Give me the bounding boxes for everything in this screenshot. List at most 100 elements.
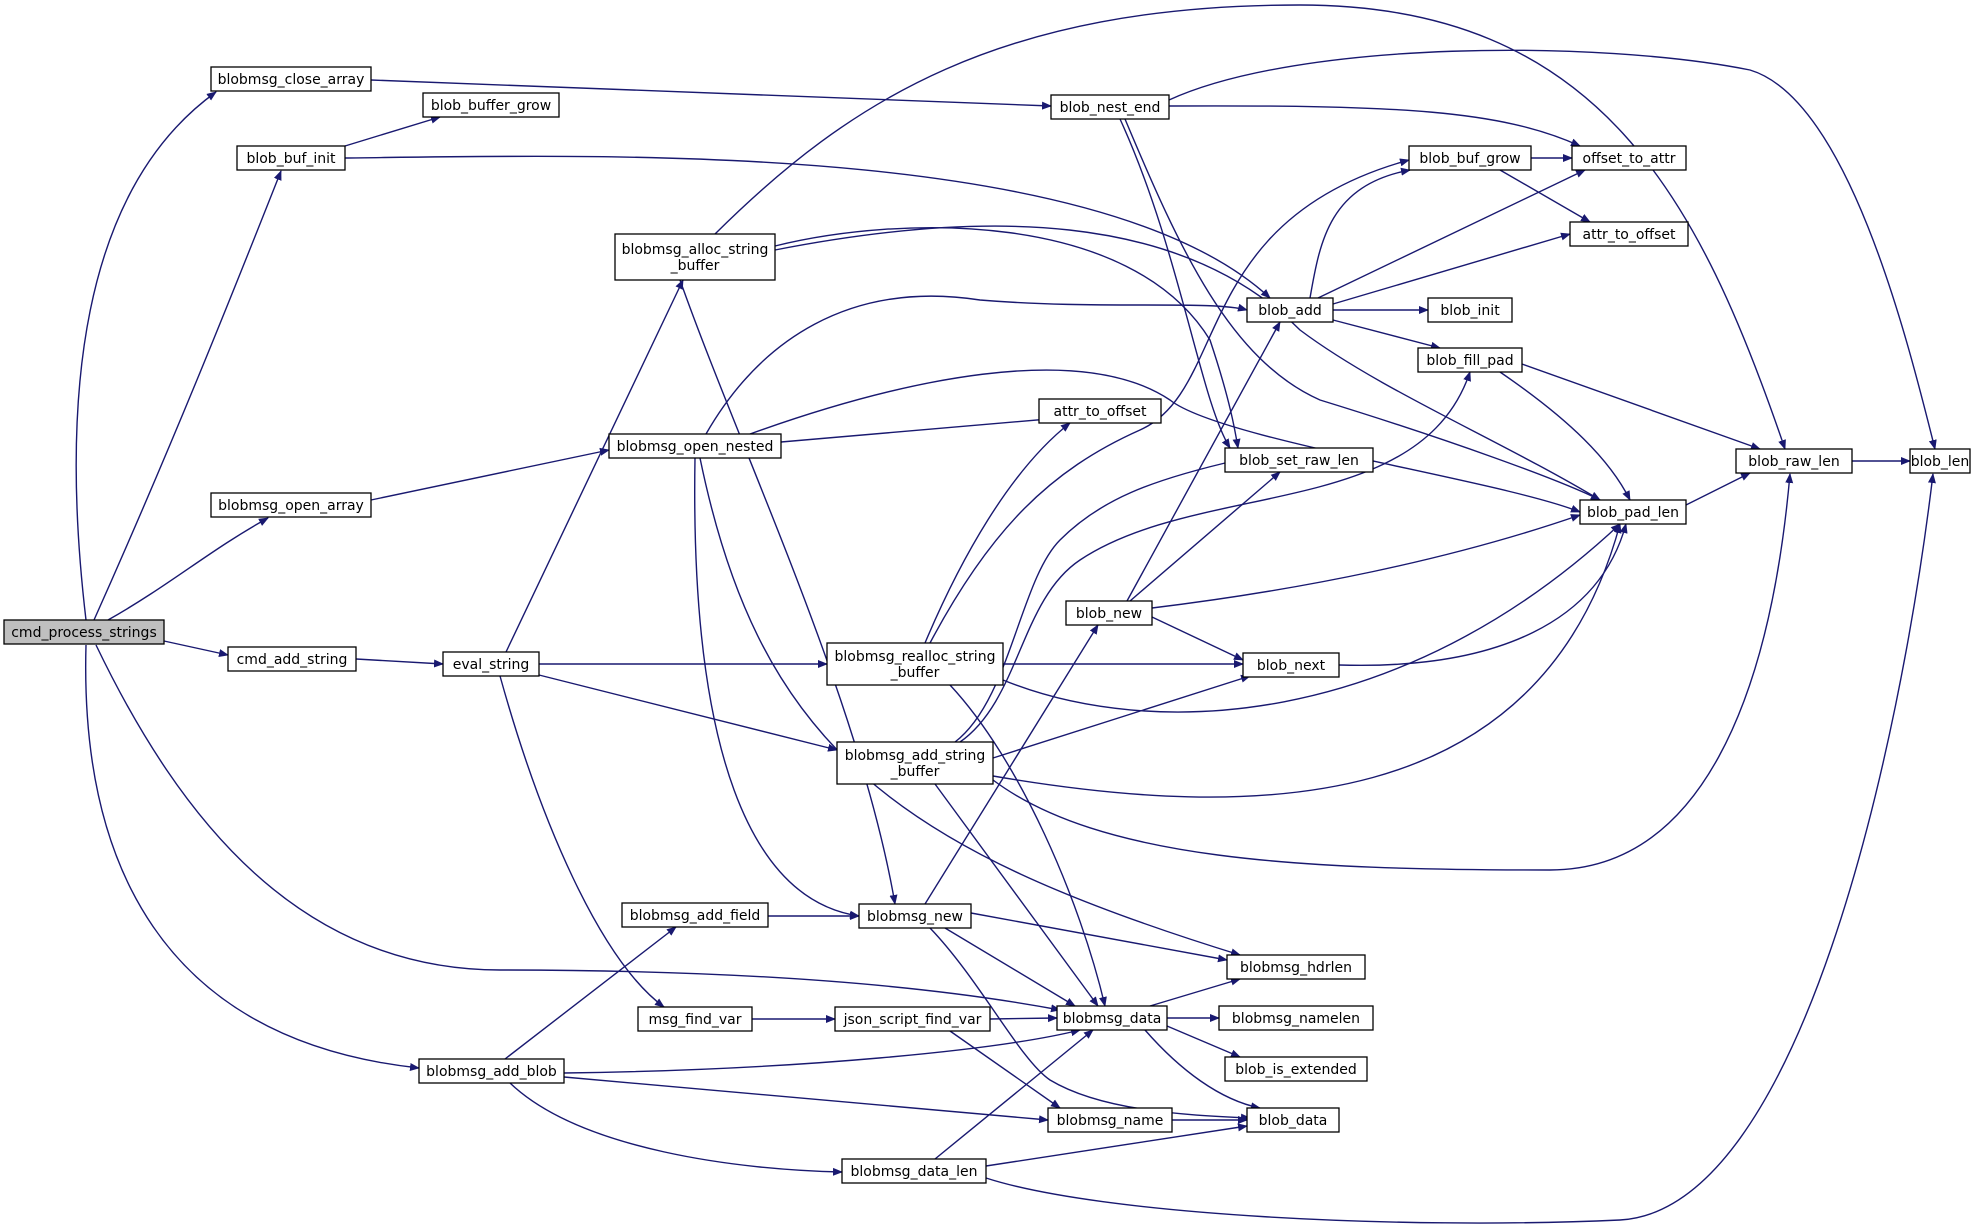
node-box [858,903,972,929]
node-blob_data[interactable]: blob_data [1246,1107,1340,1133]
node-box [1427,297,1513,323]
edge-blob_new-to-blob_add [1126,321,1281,602]
node-blobmsg_hdrlen[interactable]: blobmsg_hdrlen [1226,954,1366,980]
node-label: blobmsg_open_array [218,498,364,514]
node-blobmsg_name[interactable]: blobmsg_name [1047,1107,1173,1133]
node-label: _buffer [890,764,940,780]
edge-blob_nest_end-to-blob_set_raw_len [1119,118,1231,449]
node-blob_init[interactable]: blob_init [1427,297,1513,323]
edge-blobmsg_open_nested-to-attr_to_offset_a [780,414,1061,443]
node-blobmsg_open_nested[interactable]: blobmsg_open_nested [608,433,782,459]
edge-cmd_add_string-to-eval_string [355,658,444,668]
node-box [1038,398,1162,424]
edge-blob_add-to-offset_to_attr [1317,169,1586,299]
node-blobmsg_open_array[interactable]: blobmsg_open_array [210,492,372,518]
node-label: blob_is_extended [1235,1062,1356,1078]
node-label: attr_to_offset [1054,404,1147,420]
node-box [442,651,540,677]
node-blob_buffer_grow[interactable]: blob_buffer_grow [422,92,560,118]
edge-json_script_find_var-to-blobmsg_name [949,1030,1061,1109]
node-label: blob_set_raw_len [1239,453,1359,469]
node-attr_to_offset_b[interactable]: attr_to_offset [1569,221,1689,247]
node-box [1571,145,1687,171]
node-blob_add[interactable]: blob_add [1246,297,1334,323]
node-label: blob_init [1440,303,1500,319]
edge-blobmsg_data-to-blobmsg_hdrlen [1149,977,1241,1007]
edge-blobmsg_new-to-blob_new [924,624,1099,905]
node-blob_buf_init[interactable]: blob_buf_init [236,145,346,171]
edge-blobmsg_open_nested-to-blob_add [705,295,1248,435]
node-blob_next[interactable]: blob_next [1242,652,1340,678]
edge-blobmsg_alloc_string_buffer-to-blob_set_raw_len [774,226,1241,449]
edge-blobmsg_close_array-to-blob_nest_end [370,79,1052,110]
node-box [1579,499,1687,525]
node-blobmsg_add_blob[interactable]: blobmsg_add_blob [418,1058,565,1084]
node-label: blob_buf_grow [1419,151,1520,167]
node-blob_fill_pad[interactable]: blob_fill_pad [1417,347,1523,373]
edge-cmd_process_strings-to-blobmsg_add_blob [84,644,420,1072]
edge-blob_nest_end-to-blob_pad_len [1124,118,1601,501]
edges-layer [75,4,1937,1224]
node-box [1224,1056,1368,1082]
node-label: blobmsg_new [867,909,963,925]
node-label: cmd_add_string [237,652,348,668]
node-blob_set_raw_len[interactable]: blob_set_raw_len [1224,447,1374,473]
node-blobmsg_data_len[interactable]: blobmsg_data_len [841,1158,987,1184]
edge-cmd_process_strings-to-blobmsg_open_array [107,517,269,621]
node-json_script_find_var[interactable]: json_script_find_var [834,1006,991,1032]
node-label: blobmsg_alloc_string [622,242,769,258]
node-label: cmd_process_strings [11,625,157,641]
node-blob_nest_end[interactable]: blob_nest_end [1050,94,1170,120]
node-label: blob_new [1076,606,1142,622]
node-offset_to_attr[interactable]: offset_to_attr [1571,145,1687,171]
node-blob_new[interactable]: blob_new [1065,600,1153,626]
node-box [1065,600,1153,626]
node-blobmsg_data[interactable]: blobmsg_data [1056,1005,1168,1031]
edge-blob_add-to-attr_to_offset_b [1332,232,1571,305]
node-attr_to_offset_a[interactable]: attr_to_offset [1038,398,1162,424]
node-box [1735,448,1853,474]
node-blob_is_extended[interactable]: blob_is_extended [1224,1056,1368,1082]
node-msg_find_var[interactable]: msg_find_var [637,1006,753,1032]
node-blobmsg_close_array[interactable]: blobmsg_close_array [210,66,372,92]
edge-blobmsg_alloc_string_buffer-to-blob_raw_len [714,4,1786,450]
edge-blobmsg_add_string_buffer-to-blob_next [992,674,1251,759]
node-label: blobmsg_data [1063,1011,1162,1027]
node-box [614,233,776,281]
node-box [1050,94,1170,120]
node-label: blob_buf_init [246,151,336,167]
node-box [1569,221,1689,247]
edge-blobmsg_add_string_buffer-to-blob_fill_pad [959,371,1471,743]
node-label: attr_to_offset [1583,227,1676,243]
node-blob_pad_len[interactable]: blob_pad_len [1579,499,1687,525]
node-blobmsg_namelen[interactable]: blobmsg_namelen [1218,1005,1374,1031]
node-blob_raw_len[interactable]: blob_raw_len [1735,448,1853,474]
node-box [1047,1107,1173,1133]
node-eval_string[interactable]: eval_string [442,651,540,677]
node-blob_buf_grow[interactable]: blob_buf_grow [1408,145,1532,171]
edge-blob_new-to-blob_pad_len [1151,514,1581,609]
edge-blobmsg_data_len-to-blobmsg_data [934,1029,1094,1160]
node-label: blob_next [1257,658,1326,674]
node-blobmsg_new[interactable]: blobmsg_new [858,903,972,929]
node-blobmsg_add_field[interactable]: blobmsg_add_field [621,902,769,928]
node-box [1242,652,1340,678]
edge-blobmsg_add_blob-to-blobmsg_data_len [509,1082,843,1176]
node-blobmsg_add_string_buffer[interactable]: blobmsg_add_string_buffer [836,741,994,785]
edge-cmd_process_strings-to-blob_buf_init [93,170,282,621]
edge-blob_fill_pad-to-blob_raw_len [1521,363,1761,450]
edge-blob_new-to-blob_set_raw_len [1129,471,1281,602]
edge-cmd_process_strings-to-blobmsg_close_array [75,91,217,621]
nodes-layer: cmd_process_strings blobmsg_close_arraybl… [3,66,1971,1184]
node-blobmsg_alloc_string_buffer[interactable]: blobmsg_alloc_string_buffer [614,233,776,281]
edge-blob_next-to-blob_pad_len [1338,523,1628,667]
edge-eval_string-to-msg_find_var [499,675,665,1008]
node-cmd_process_strings[interactable]: cmd_process_strings [3,619,165,645]
node-label: blobmsg_open_nested [617,439,774,455]
node-blobmsg_realloc_string_buffer[interactable]: blobmsg_realloc_string_buffer [826,642,1004,686]
edge-blob_new-to-blob_next [1151,616,1244,661]
node-blob_len[interactable]: blob_len [1909,448,1971,474]
edge-eval_string-to-blobmsg_alloc_string_buffer [505,279,684,653]
node-cmd_add_string[interactable]: cmd_add_string [227,646,357,672]
